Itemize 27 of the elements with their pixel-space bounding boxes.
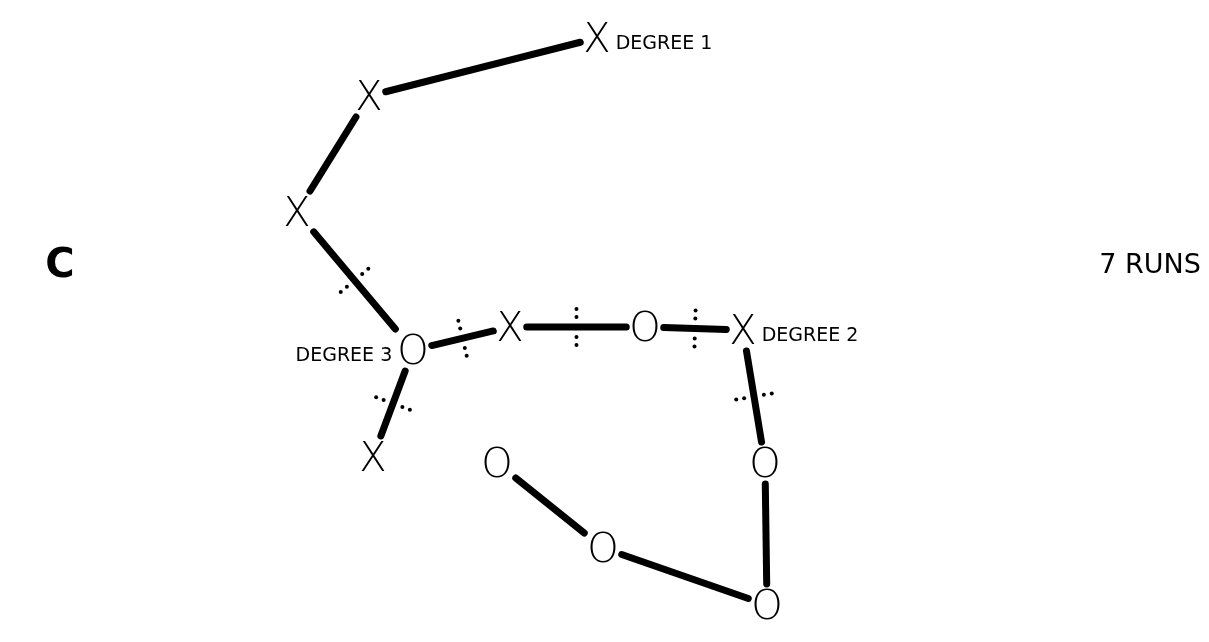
connector-line (306, 113, 360, 195)
node-symbol: X (352, 75, 386, 117)
connector-line (761, 480, 771, 588)
node-symbol: O (748, 584, 786, 626)
node-symbol: O (478, 442, 516, 484)
degree-label: DEGREE 2 (761, 324, 859, 344)
node-symbol: X (580, 17, 614, 59)
connector-line (512, 474, 588, 537)
node-symbol: O (626, 306, 664, 348)
connector-line (428, 327, 497, 350)
node-symbol: X (280, 191, 314, 233)
degree-label: DEGREE 3 (295, 344, 393, 364)
connector-line (382, 38, 584, 96)
panel-letter: C (45, 243, 75, 283)
node-symbol: O (584, 527, 622, 569)
node-symbol: O (394, 329, 432, 371)
connector-line (742, 347, 766, 446)
node-symbol: X (726, 309, 760, 351)
connector-line (310, 228, 399, 333)
node-symbol: X (493, 306, 527, 348)
connector-line (660, 324, 730, 333)
connector-line (523, 323, 630, 331)
runs-label: 7 RUNS (1099, 249, 1201, 277)
node-symbol: X (356, 436, 390, 478)
node-symbol: O (746, 442, 784, 484)
connector-line (618, 551, 752, 602)
degree-label: DEGREE 1 (615, 32, 713, 52)
